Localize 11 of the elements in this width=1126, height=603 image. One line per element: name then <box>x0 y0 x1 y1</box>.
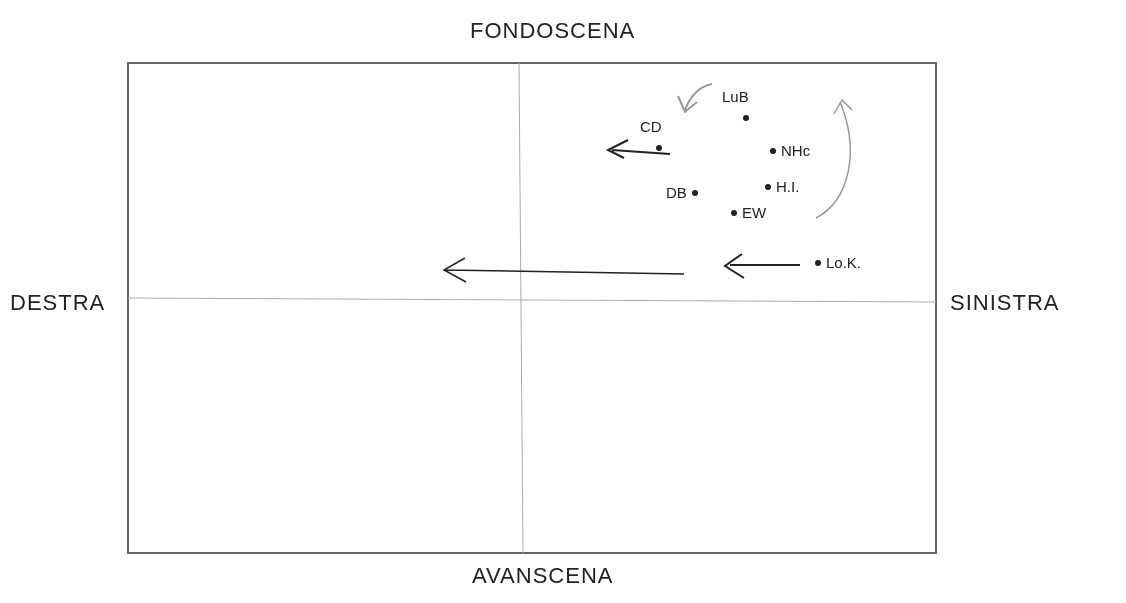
stage-label: SINISTRA <box>950 290 1060 316</box>
stage-label: FONDOSCENA <box>470 18 636 44</box>
stage-label: DESTRA <box>10 290 106 316</box>
stage-label: AVANSCENA <box>472 563 614 589</box>
actor-initials: Lo.K. <box>826 254 862 271</box>
actor-initials: H.I. <box>776 178 800 195</box>
actor-initials: CD <box>640 118 662 135</box>
actor-initials: NHc <box>781 142 811 159</box>
actor-initials: EW <box>742 204 767 221</box>
actor-initials: LuB <box>722 88 749 105</box>
actor-initials: DB <box>666 184 687 201</box>
